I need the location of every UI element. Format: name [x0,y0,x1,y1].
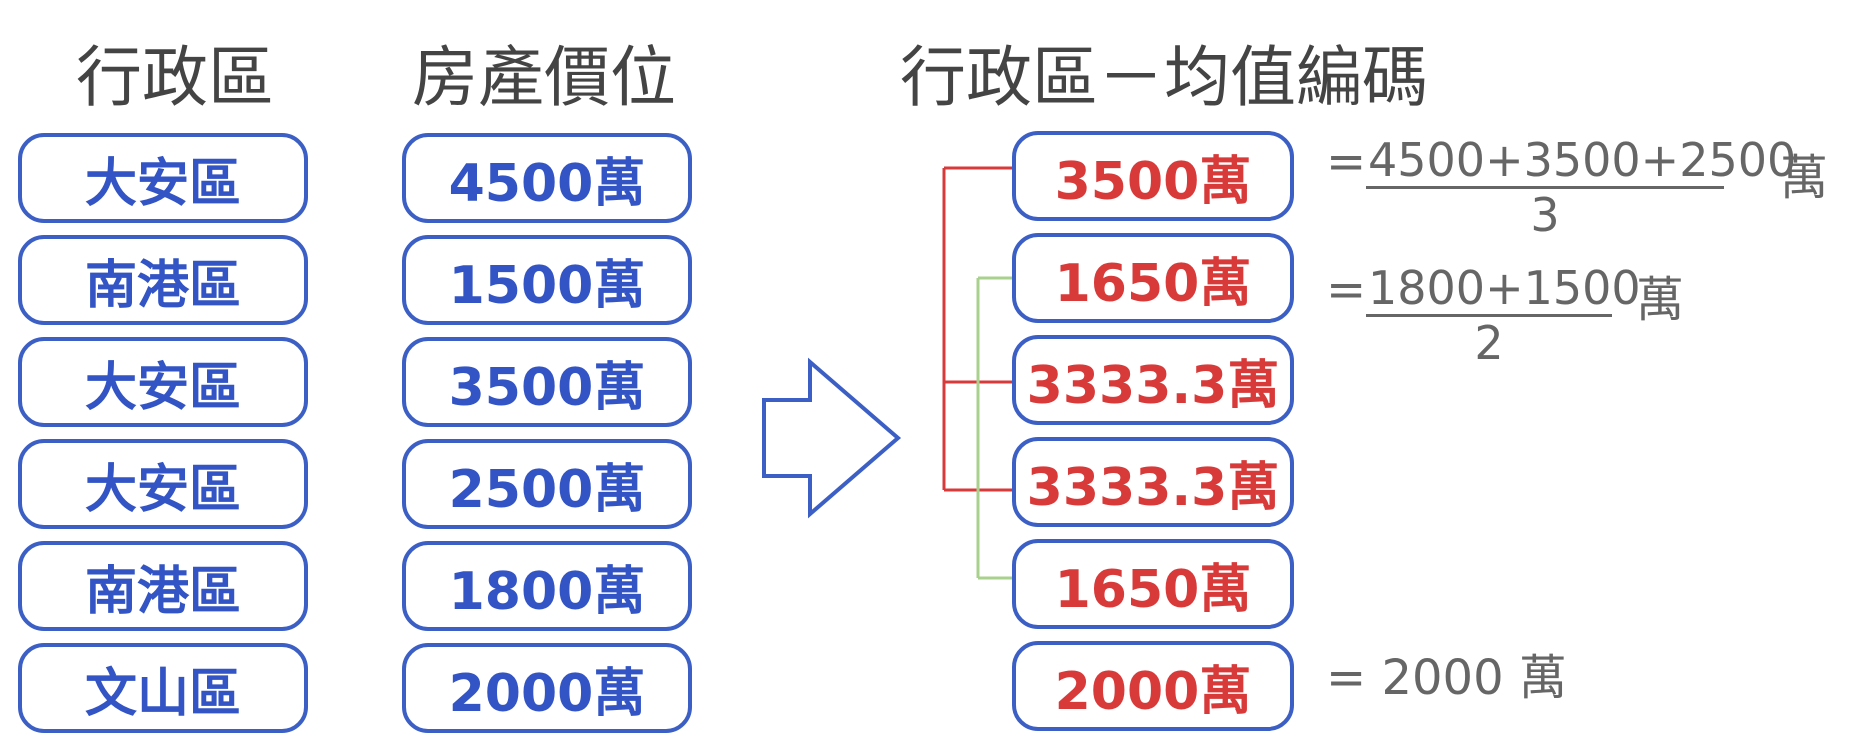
price-box-2: 1500萬 [402,235,692,325]
price-box-3: 3500萬 [402,337,692,427]
encoded-box-5: 1650萬 [1012,539,1294,629]
price-box-5: 1800萬 [402,541,692,631]
nangang-equals: = [1326,262,1367,318]
nangang-fraction: 1800+1500 2 [1366,261,1641,370]
district-box-1: 大安區 [18,133,308,223]
district-box-2: 南港區 [18,235,308,325]
nangang-bracket [976,276,1014,580]
district-box-6: 文山區 [18,643,308,733]
price-box-4: 2500萬 [402,439,692,529]
nangang-unit: 萬 [1636,272,1685,328]
nangang-numerator: 1800+1500 [1366,261,1641,317]
right-arrow-outline-icon [762,357,902,519]
wenshan-formula: = 2000 萬 [1326,650,1567,706]
daan-equals: = [1326,134,1367,190]
encoded-header: 行政區－均值編碼 [900,39,1428,116]
encoded-box-1: 3500萬 [1012,131,1294,221]
encoded-box-3: 3333.3萬 [1012,335,1294,425]
encoded-box-2: 1650萬 [1012,233,1294,323]
district-header: 行政區 [76,39,274,116]
daan-unit: 萬 [1780,150,1829,206]
daan-numerator: 4500+3500+2500 [1366,133,1797,189]
price-header: 房產價位 [412,39,676,116]
district-box-5: 南港區 [18,541,308,631]
daan-denominator: 3 [1530,188,1560,242]
encoded-box-4: 3333.3萬 [1012,437,1294,527]
encoded-box-6: 2000萬 [1012,641,1294,731]
district-box-4: 大安區 [18,439,308,529]
district-box-3: 大安區 [18,337,308,427]
nangang-denominator: 2 [1474,316,1504,370]
price-box-1: 4500萬 [402,133,692,223]
price-box-6: 2000萬 [402,643,692,733]
daan-fraction: 4500+3500+2500 3 [1366,133,1797,242]
